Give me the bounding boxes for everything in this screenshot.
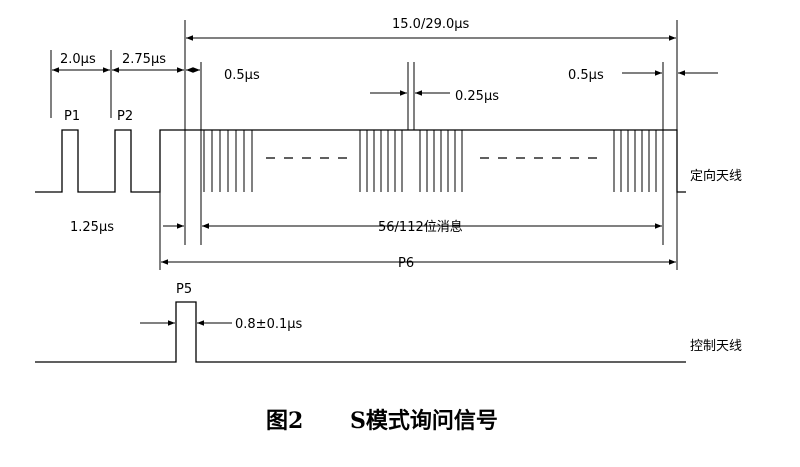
sync-chip-group [203,130,253,192]
label-t-chip: 0.25μs [455,89,499,104]
label-t-end: 0.5μs [568,68,604,83]
reference-lines [50,20,678,270]
label-t-p1-p2: 2.0μs [60,52,96,67]
end-chip-group [613,130,657,192]
label-t-sync-phase: 0.5μs [224,68,260,83]
control-waveform [35,301,686,363]
label-p2: P2 [117,109,133,124]
middle-chip-group [359,130,463,192]
label-control-antenna: 控制天线 [690,339,742,354]
figure-title: S模式询问信号 [350,408,498,434]
label-directional-antenna: 定向天线 [690,168,742,184]
label-p6: P6 [398,256,414,271]
label-p1: P1 [64,109,80,124]
figure-number: 图2 [266,408,303,434]
label-t-p5-start: 1.25μs [70,220,114,235]
label-t-message: 56/112位消息 [378,219,463,235]
label-t-p2-p6: 2.75μs [122,52,166,67]
directional-waveform [35,129,686,193]
label-t-p5-width: 0.8±0.1μs [235,317,303,332]
label-p5: P5 [176,282,192,297]
dimension-arrows [52,35,718,326]
label-t-total: 15.0/29.0μs [392,17,470,32]
